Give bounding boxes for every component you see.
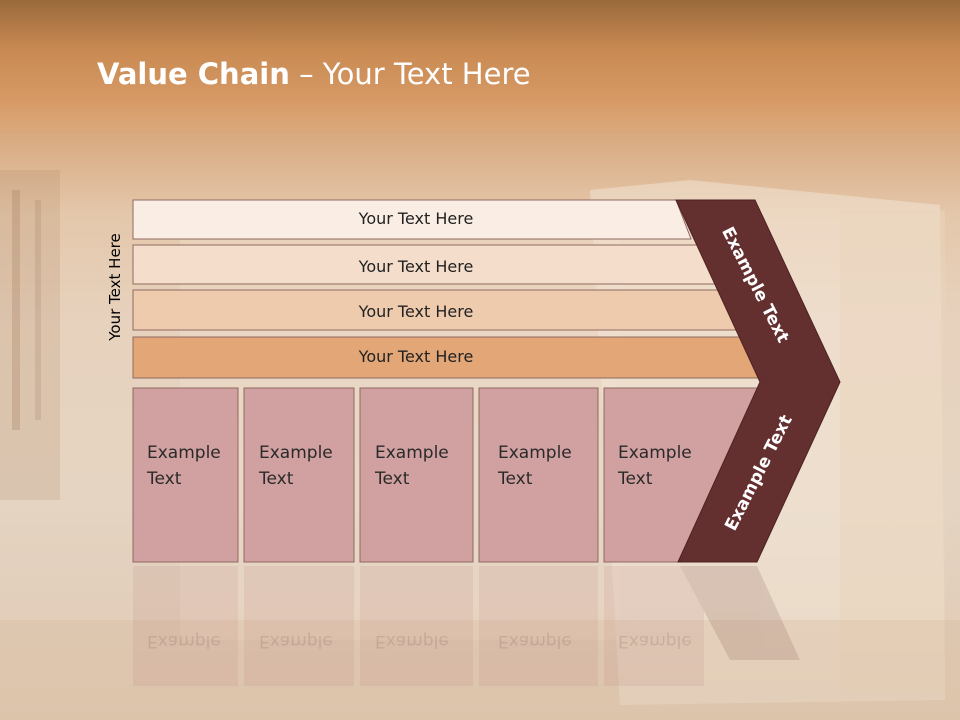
primary-box-3-line1: Example — [375, 443, 449, 463]
support-row-1 — [132, 199, 692, 240]
support-row-2-label: Your Text Here — [358, 257, 474, 276]
title-rest: – Your Text Here — [289, 57, 531, 91]
primary-box-5-line2: Text — [618, 469, 653, 489]
reflection-text-4: Example — [498, 631, 572, 651]
primary-box-1-line1: Example — [147, 443, 221, 463]
support-row-4-label: Your Text Here — [358, 347, 474, 366]
support-row-3-label: Your Text Here — [358, 302, 474, 321]
title-bold: Value Chain — [97, 57, 290, 91]
primary-box-4 — [478, 387, 599, 563]
margin-chevron — [675, 199, 841, 563]
reflection-text-5: Example — [618, 631, 692, 651]
diagram-reflection — [133, 566, 800, 686]
primary-box-2 — [243, 387, 355, 563]
primary-box-5-line1: Example — [618, 443, 692, 463]
reflection-text-3: Example — [375, 631, 449, 651]
reflection-text-2: Example — [259, 631, 333, 651]
primary-box-3-line2: Text — [375, 469, 410, 489]
primary-box-1 — [132, 387, 239, 563]
support-row-1-label: Your Text Here — [358, 209, 474, 228]
reflection-text-1: Example — [147, 631, 221, 651]
primary-box-3 — [359, 387, 474, 563]
primary-box-2-line2: Text — [259, 469, 294, 489]
primary-box-1-line2: Text — [147, 469, 182, 489]
primary-box-4-line2: Text — [498, 469, 533, 489]
primary-box-2-line1: Example — [259, 443, 333, 463]
slide-title: Value Chain – Your Text Here — [97, 54, 531, 94]
primary-box-4-line1: Example — [498, 443, 572, 463]
